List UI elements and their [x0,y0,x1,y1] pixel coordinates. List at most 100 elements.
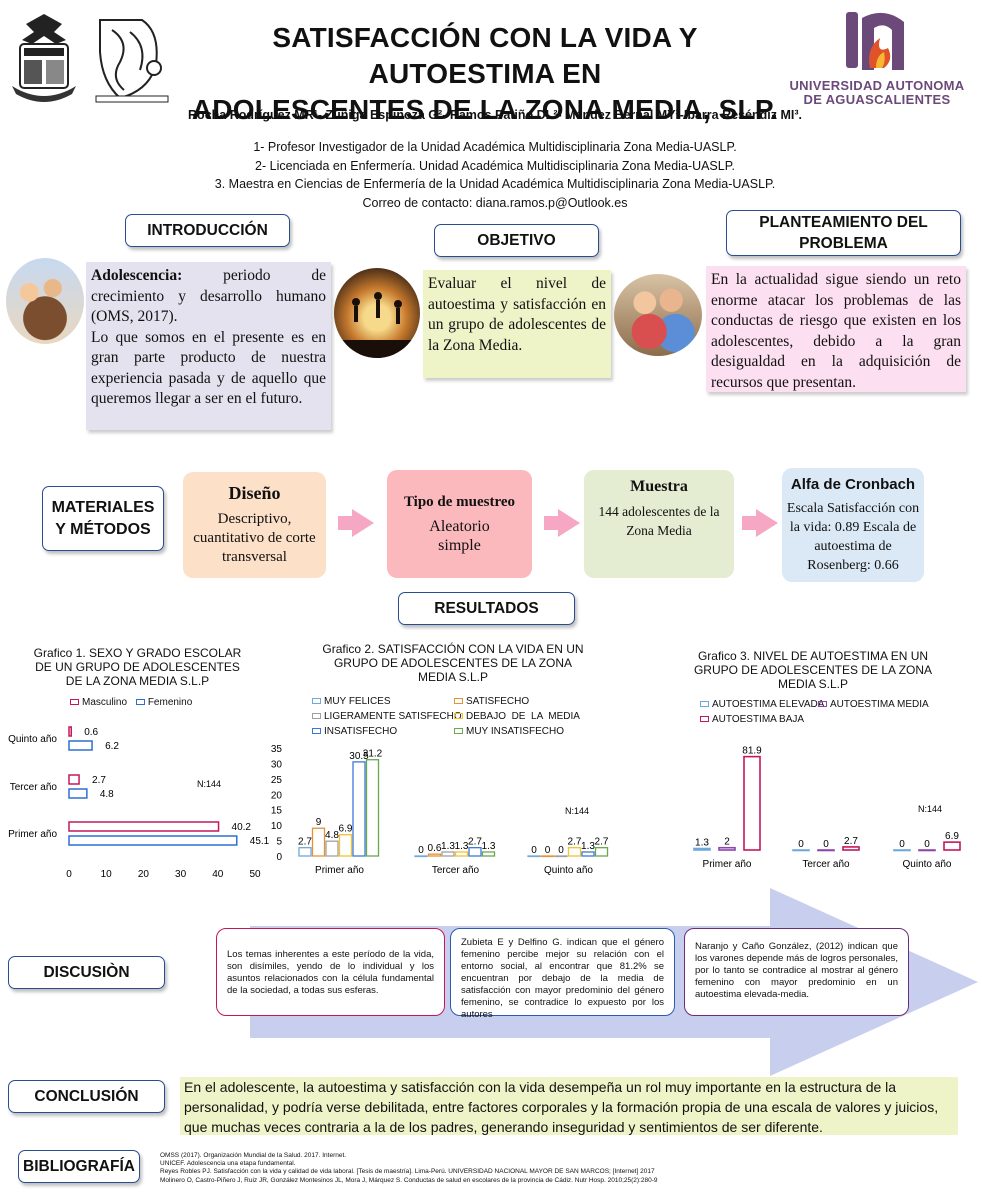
legend-label: INSATISFECHO [324,726,398,737]
method-muestreo: Tipo de muestreo Aleatorio simple [387,470,532,578]
chart2-tick-label: 20 [271,790,283,801]
chart1-bar [68,835,238,846]
objetivo-text-box: Evaluar el nivel de autoestima y satisfa… [423,270,611,378]
chart3-bar [842,846,860,851]
method-diseno: Diseño Descriptivo, cuantitativo de cort… [183,472,326,578]
legend-swatch [454,728,463,735]
problema-heading-line2: PROBLEMA [799,235,888,252]
kids-tablet-photo [614,274,702,356]
objetivo-heading: OBJETIVO [434,224,599,257]
reference-item: Molinero O, Castro-Piñero J, Ruiz JR, Go… [160,1176,658,1184]
legend-swatch [312,728,321,735]
chart1-data-label: 4.8 [100,789,114,800]
method-cronbach-title: Alfa de Cronbach [790,475,916,493]
chart2-bar [594,847,609,857]
legend-swatch [312,713,321,720]
method-muestreo-text: Aleatorio simple [429,517,490,554]
chart2-data-label: 1.3 [581,841,595,852]
reference-item: Reyes Robles PJ. Satisfacción con la vid… [160,1168,655,1176]
chart2-data-label: 0 [531,845,537,856]
legend-swatch-masculino [70,699,79,706]
chart2-tick-label: 10 [271,821,283,832]
chart3-data-label: 0 [798,839,804,850]
chart1-data-label: 2.7 [92,775,106,786]
silhouette-icon [334,292,420,358]
title-line1: SATISFACCIÓN CON LA VIDA Y AUTOESTIMA EN [272,22,698,89]
chart2-category-label: Quinto año [544,865,593,876]
chart1-data-label: 40.2 [232,822,252,833]
chart2-bar [298,847,312,857]
chart2-bar [468,847,482,857]
legend-swatch [700,701,709,708]
chart3-data-label: 0 [823,839,829,850]
legend-muy-felices: MUY FELICES [312,694,391,709]
chart3-bar [718,846,736,851]
chart1-category-label: Primer año [8,829,57,840]
chart1-tick-label: 50 [249,869,261,880]
uaa-name-line2: DE AGUASCALIENTES [803,92,951,107]
chart1-bar [68,726,72,737]
chart2-data-label: 0.6 [428,843,442,854]
chart1-tick-label: 40 [212,869,224,880]
legend-label: MUY FELICES [324,696,391,707]
adolescents-photo [6,258,84,344]
legend-insatisfecho: INSATISFECHO [312,724,397,739]
chart2-data-label: 1.3 [441,841,455,852]
chart1-annotation: N:144 [197,779,221,789]
chart2-annotation: N:144 [565,806,589,816]
chart1-data-label: 0.6 [84,727,98,738]
discusion-box-1: Los temas inherentes a este período de l… [216,928,445,1016]
arrow-right-icon [338,509,374,537]
chart1-bar [68,774,80,785]
metodos-heading-line2: Y MÉTODOS [55,520,151,538]
legend-swatch [818,701,827,708]
chart3-data-label: 81.9 [742,746,762,757]
chart3-bar [792,849,810,852]
arrow-right-icon [742,509,778,537]
bibliografia-heading: BIBLIOGRAFÍA [18,1150,140,1183]
chart3-bar [943,841,961,851]
chart1-tick-label: 30 [175,869,187,880]
crest-icon [12,14,76,102]
chart2-bar [441,851,455,857]
chart2-data-label: 0 [558,845,564,856]
chart2-category-label: Primer año [315,865,364,876]
chart2-data-label: 0 [545,845,551,856]
method-diseno-title: Diseño [228,483,281,503]
unidad-logo [90,12,170,104]
chart2-data-label: 1.3 [455,841,469,852]
chart2-data-label: 9 [316,817,322,828]
chart2-bar [311,827,326,857]
intro-heading: INTRODUCCIÓN [125,214,290,247]
method-muestra-title: Muestra [630,478,688,495]
chart2-tick-label: 0 [276,852,282,863]
chart3-bar [743,755,761,851]
poster-title: SATISFACCIÓN CON LA VIDA Y AUTOESTIMA EN… [180,20,790,128]
method-cronbach-text: Escala Satisfacción con la vida: 0.89 Es… [786,500,920,573]
discusion-box-2: Zubieta E y Delfino G. indican que el gé… [450,928,675,1020]
chart2-bar [427,853,442,857]
method-cronbach: Alfa de Cronbach Escala Satisfacción con… [782,468,924,582]
chart3-bar [918,849,936,852]
chart1-bar [68,821,220,832]
affiliation-2: 2- Licenciada en Enfermería. Unidad Acad… [255,158,735,173]
chart3-bar [817,849,835,852]
legend-muy-insatisfecho: MUY INSATISFECHO [454,724,564,739]
chart2-bar [338,834,353,857]
chart1-tick-label: 20 [138,869,150,880]
intro-term: Adolescencia: [91,267,183,284]
reference-item: OMSS (2017). Organización Mundial de la … [160,1152,347,1159]
chart2-bar [481,851,496,857]
chart2-bar [567,847,582,857]
uaa-emblem-icon [846,12,904,70]
chart3-annotation: N:144 [918,804,942,814]
chart1-tick-label: 0 [66,869,72,880]
chart2-data-label: 2.7 [568,837,582,848]
legend-label: AUTOESTIMA BAJA [712,714,805,725]
chart1-legend: Masculino Femenino [70,695,192,710]
chart2-bar [325,840,339,857]
chart3-data-label: 0 [899,839,905,850]
intro-text-1: periodo de crecimiento y desarrollo huma… [91,267,326,325]
